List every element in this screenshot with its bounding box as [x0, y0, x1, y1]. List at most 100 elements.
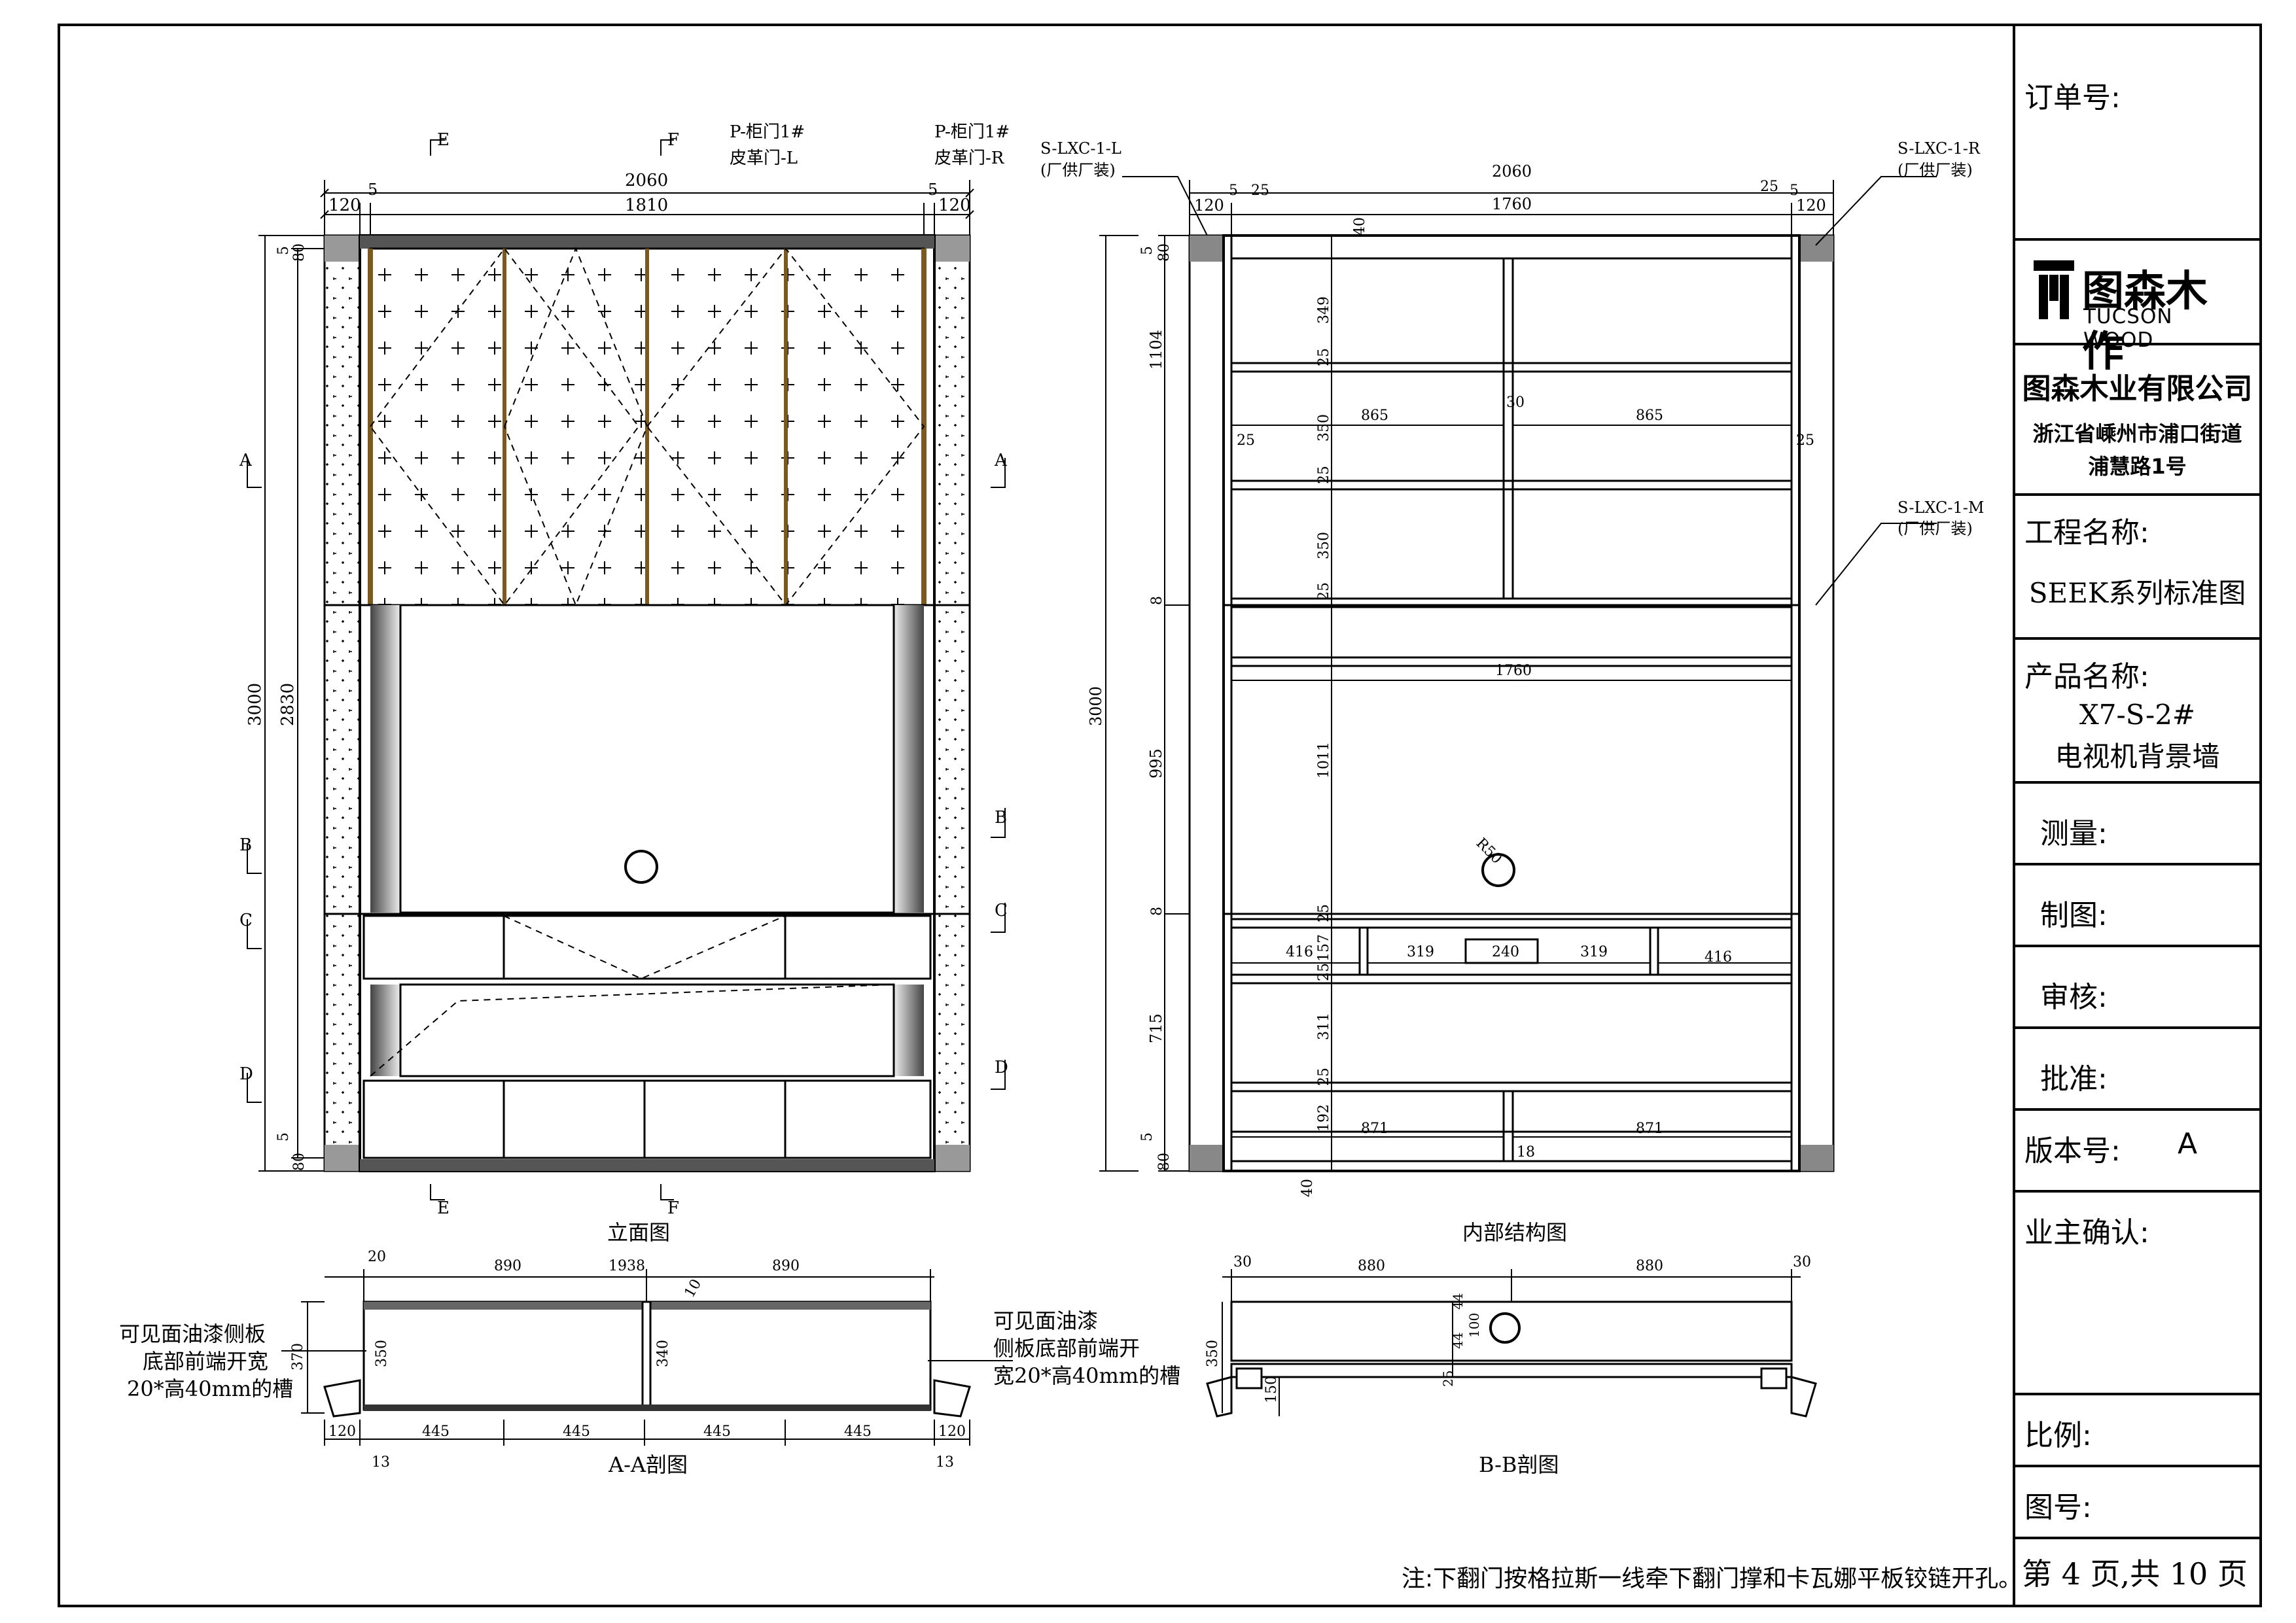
int-dim-30: 30: [1506, 394, 1525, 411]
sa-dim-120l: 120: [328, 1423, 356, 1440]
int-dim-80t: 80: [1156, 243, 1173, 262]
callout-r-a: S-LXC-1-R: [1898, 139, 1981, 158]
sa-note-left-2: 底部前端开宽: [143, 1349, 268, 1374]
int-dim-8a: 8: [1149, 596, 1165, 605]
company-cell: 图森木业有限公司 浙江省嵊州市浦口街道 浦慧路1号: [2014, 345, 2261, 496]
internal-cable-hole: [1481, 853, 1515, 887]
sa-dim-1938: 1938: [609, 1258, 645, 1274]
int-dim-319r: 319: [1580, 944, 1608, 960]
sa-dim-13r: 13: [936, 1454, 954, 1471]
drawing-no-label: 图号:: [2024, 1491, 2092, 1524]
sa-dim-10: 10: [682, 1276, 705, 1300]
draw-label: 制图:: [2040, 899, 2108, 932]
cut-c-left: C: [239, 911, 253, 930]
int-dim-865l: 865: [1361, 408, 1388, 424]
sa-dim-370: 370: [290, 1343, 306, 1370]
sb-dim-150: 150: [1263, 1376, 1280, 1403]
dim-top-80: 80: [291, 243, 308, 262]
int-dim-5t: 5: [1139, 246, 1156, 255]
cut-d-right: D: [995, 1058, 1008, 1077]
product-name: 电视机背景墙: [2055, 741, 2220, 773]
product-code: X7-S-2#: [2079, 699, 2196, 731]
company-logo: 图森木作 TUCSON WOOD: [2034, 260, 2243, 376]
internal-structure-view: [1099, 176, 1937, 1172]
sb-dim-30r: 30: [1793, 1254, 1811, 1270]
sa-dim-350: 350: [374, 1340, 390, 1367]
left-side-panel: [323, 234, 361, 1172]
dim-total-w: 2060: [625, 171, 668, 190]
int-dim-40b: 40: [1299, 1179, 1316, 1197]
int-dim-25c: 25: [1316, 582, 1332, 601]
cut-a-left: A: [239, 451, 253, 470]
owner-label: 业主确认:: [2024, 1216, 2149, 1249]
callout-l-b: (厂供厂装): [1040, 161, 1116, 179]
cut-d-left: D: [239, 1064, 253, 1084]
cable-tray: [1464, 938, 1539, 964]
scale-cell: 比例:: [2014, 1395, 2261, 1467]
callout-l-a: S-LXC-1-L: [1040, 139, 1122, 158]
int-dim-157: 157: [1316, 934, 1332, 962]
project-value: SEEK系列标准图: [2028, 577, 2246, 609]
int-dim-350a: 350: [1316, 414, 1332, 442]
address-line2: 浦慧路1号: [2088, 454, 2187, 479]
int-dim-319l: 319: [1407, 944, 1434, 960]
drawer-row: [362, 915, 932, 980]
callout-m-b: (厂供厂装): [1898, 519, 1973, 538]
sa-dim-445a: 445: [422, 1423, 450, 1440]
review-label: 审核:: [2040, 981, 2108, 1014]
int-dim-25-l: 25: [1251, 183, 1269, 199]
scale-label: 比例:: [2024, 1419, 2092, 1452]
int-dim-1011: 1011: [1316, 742, 1332, 778]
sa-note-right-1: 可见面油漆: [993, 1308, 1098, 1333]
section-b-view: [1206, 1269, 1817, 1418]
logo-cell: 图森木作 TUCSON WOOD: [2014, 241, 2261, 376]
logo-en: TUCSON WOOD: [2083, 305, 2173, 352]
int-dim-40: 40: [1352, 217, 1368, 236]
sb-dim-350: 350: [1205, 1340, 1221, 1367]
int-dim-1760b: 1760: [1495, 663, 1532, 679]
int-dim-715: 715: [1147, 1013, 1165, 1043]
version-cell: 版本号: A: [2014, 1111, 2261, 1193]
int-dim-25f: 25: [1316, 1068, 1332, 1086]
int-dim-8b: 8: [1149, 907, 1165, 916]
owner-cell: 业主确认:: [2014, 1193, 2261, 1395]
cut-c-right: C: [995, 901, 1008, 920]
project-label: 工程名称:: [2024, 516, 2149, 550]
cut-b-right: B: [995, 808, 1007, 828]
logo-cn: 图森木作: [2082, 268, 2208, 376]
approve-label: 批准:: [2040, 1062, 2108, 1096]
page-number: 第 4 页,共 10 页: [2022, 1556, 2248, 1592]
cut-f-bot: F: [667, 1198, 679, 1218]
int-dim-311: 311: [1316, 1013, 1332, 1040]
bottom-drawer-row: [362, 1079, 932, 1159]
dim-top-5: 5: [275, 246, 292, 255]
sb-dim-30l: 30: [1233, 1254, 1252, 1270]
sb-dim-880l: 880: [1358, 1258, 1385, 1274]
dim-bot-80: 80: [291, 1153, 308, 1171]
int-dim-5-r: 5: [1790, 183, 1799, 199]
elevation-view: [247, 139, 1006, 1200]
door-label-2a: P-柜门1#: [934, 122, 1010, 142]
cut-e-bot: E: [437, 1198, 450, 1218]
sa-dim-20: 20: [368, 1249, 386, 1265]
int-dim-120-l: 120: [1194, 196, 1224, 215]
project-cell: 工程名称: SEEK系列标准图: [2014, 496, 2261, 640]
sa-dim-890l: 890: [494, 1258, 521, 1274]
logo-mark-icon: [2034, 260, 2074, 319]
cut-a-right: A: [994, 451, 1008, 470]
footer-note: 注:下翻门按格拉斯一线牵下翻门撑和卡瓦娜平板铰链开孔。: [1402, 1565, 2022, 1592]
int-dim-25b: 25: [1316, 466, 1332, 484]
approve-cell: 批准:: [2014, 1029, 2261, 1111]
sa-dim-340: 340: [655, 1340, 671, 1367]
sa-note-left-3: 20*高40mm的槽: [127, 1376, 293, 1401]
dim-total-h: 3000: [245, 683, 265, 726]
section-b-title: B-B剖图: [1479, 1452, 1559, 1477]
section-a-view: [281, 1269, 1013, 1446]
int-dim-871l: 871: [1361, 1121, 1388, 1137]
measure-label: 测量:: [2040, 817, 2108, 850]
sa-dim-445c: 445: [703, 1423, 731, 1440]
drawing-no-cell: 图号:: [2014, 1467, 2261, 1539]
sb-dim-25: 25: [1440, 1370, 1456, 1387]
cable-hole: [624, 850, 658, 884]
cut-f-top: F: [667, 130, 679, 150]
